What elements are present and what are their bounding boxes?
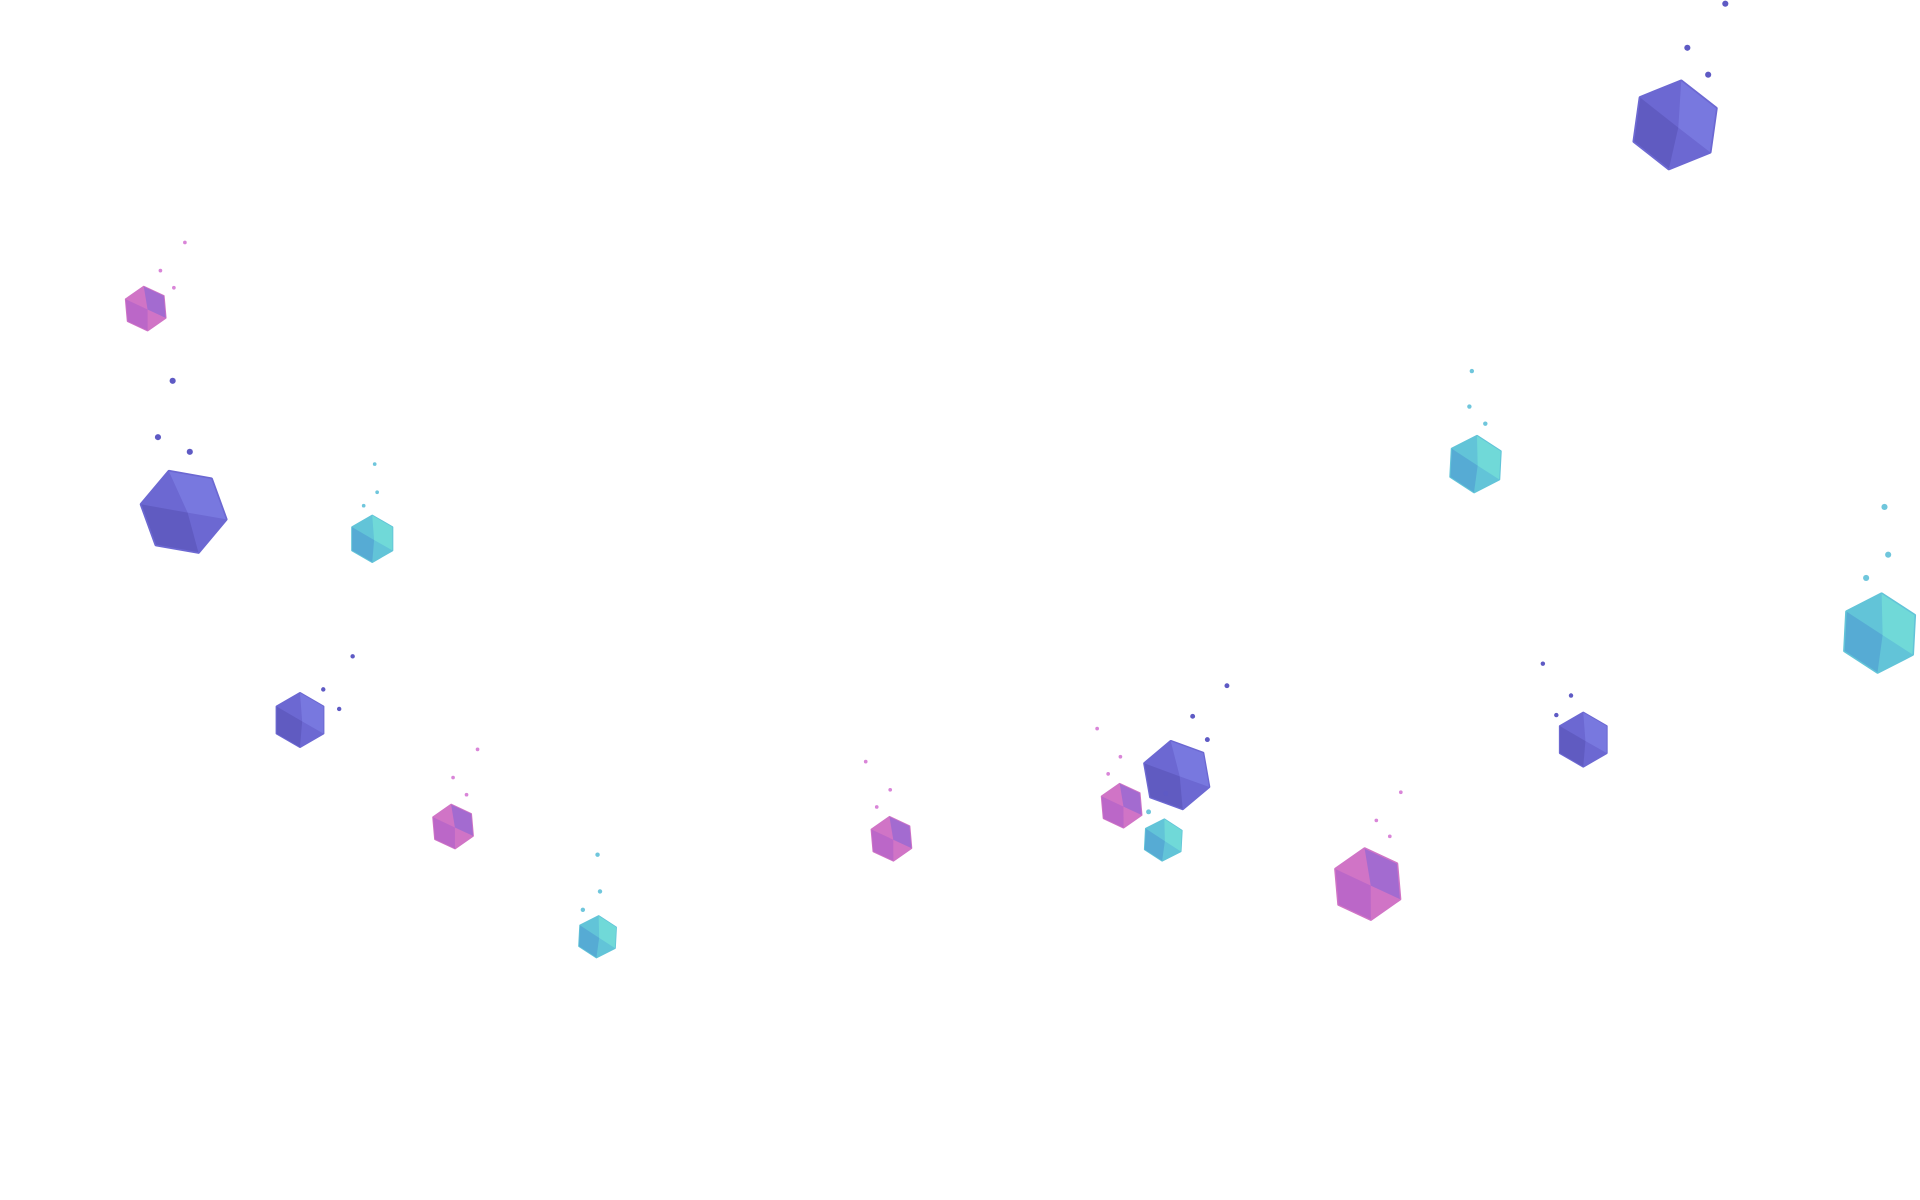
particle-dot xyxy=(863,759,868,764)
cube-face-right xyxy=(451,804,474,836)
cube-purple xyxy=(139,469,228,554)
particle-dot xyxy=(1095,726,1099,731)
cube-face-left xyxy=(1101,796,1124,828)
cube-face-left xyxy=(1844,611,1883,673)
cube-face-right xyxy=(1881,593,1915,655)
particle-dot xyxy=(158,268,163,273)
cube-face-right xyxy=(143,286,166,318)
particle-dot xyxy=(372,462,377,466)
particle-dot xyxy=(186,448,193,455)
particle-dot xyxy=(1106,772,1110,776)
particle-dot xyxy=(1467,404,1472,409)
cube-pink xyxy=(432,803,474,850)
particle-dot xyxy=(1881,503,1888,510)
cube-face-left xyxy=(1335,869,1371,920)
cube-pink xyxy=(124,285,167,332)
cube-purple xyxy=(1143,739,1211,811)
particle-dot xyxy=(1374,818,1379,823)
cube-face-left xyxy=(1144,763,1183,809)
particle-dot xyxy=(1863,574,1870,582)
cube-purple xyxy=(1632,79,1718,171)
cube-face-right xyxy=(372,515,393,551)
particle-dot xyxy=(154,434,162,441)
particle-dot xyxy=(1118,754,1123,759)
particle-dot xyxy=(1705,71,1712,78)
cube-face-left xyxy=(1634,97,1679,169)
particle-dot xyxy=(1483,421,1488,426)
cube-teal xyxy=(578,915,617,959)
particle-dot xyxy=(172,285,176,290)
particle-dot xyxy=(321,687,326,692)
cube-pink xyxy=(870,815,913,862)
cube-pink xyxy=(1334,847,1402,921)
cube-face-left xyxy=(276,706,303,747)
particle-dot xyxy=(1684,44,1691,51)
cube-face-right xyxy=(1119,783,1142,816)
cube-face-right xyxy=(1164,819,1182,852)
particle-dot xyxy=(183,240,187,245)
cube-face-left xyxy=(141,504,199,553)
cube-teal xyxy=(351,514,394,563)
cube-face-right xyxy=(1678,81,1716,153)
particle-dot xyxy=(475,747,480,752)
cube-face-left xyxy=(352,527,375,563)
cube-face-left xyxy=(1450,448,1478,493)
particle-dot xyxy=(169,377,176,384)
cube-face-left xyxy=(1559,726,1586,767)
cube-pink xyxy=(1100,782,1143,829)
particle-dot xyxy=(888,787,893,792)
particle-dot xyxy=(1554,712,1559,718)
particle-dot xyxy=(1163,791,1169,796)
particle-dot xyxy=(1540,661,1546,666)
particle-dot xyxy=(361,503,366,508)
cube-face-right xyxy=(1170,741,1209,787)
particle-dot xyxy=(1469,368,1475,374)
particle-dot xyxy=(595,852,600,857)
particle-dot xyxy=(1146,809,1152,815)
cube-face-right xyxy=(598,915,617,949)
particle-dot xyxy=(375,490,379,495)
cube-face-right xyxy=(1476,435,1501,480)
cube-face-right xyxy=(889,816,912,849)
cube-face-right xyxy=(169,471,226,520)
cube-face-left xyxy=(125,299,148,331)
cube-teal xyxy=(1843,592,1917,674)
particle-dot xyxy=(350,654,355,659)
particle-dot xyxy=(874,805,879,809)
particle-dot xyxy=(1204,737,1210,743)
cube-teal xyxy=(1449,434,1502,494)
particle-dot xyxy=(1885,551,1892,558)
particle-dot xyxy=(336,706,342,712)
particle-dot xyxy=(451,775,455,780)
cube-purple xyxy=(275,691,325,749)
particle-dot xyxy=(580,907,586,912)
cube-face-left xyxy=(1144,828,1165,861)
particle-dot xyxy=(597,889,603,894)
particle-dot xyxy=(1398,790,1403,795)
cube-face-left xyxy=(871,829,894,861)
cube-teal xyxy=(1143,818,1183,862)
cube-face-left xyxy=(579,925,600,958)
particle-dot xyxy=(464,792,469,797)
cube-purple xyxy=(1558,711,1608,768)
particle-dot xyxy=(1190,713,1196,719)
particle-dot xyxy=(1568,693,1574,698)
cube-face-right xyxy=(1364,848,1400,900)
particle-dot xyxy=(1387,834,1392,839)
particle-dot xyxy=(1722,0,1729,7)
particle-dot xyxy=(1224,683,1230,689)
cube-face-left xyxy=(433,817,455,849)
